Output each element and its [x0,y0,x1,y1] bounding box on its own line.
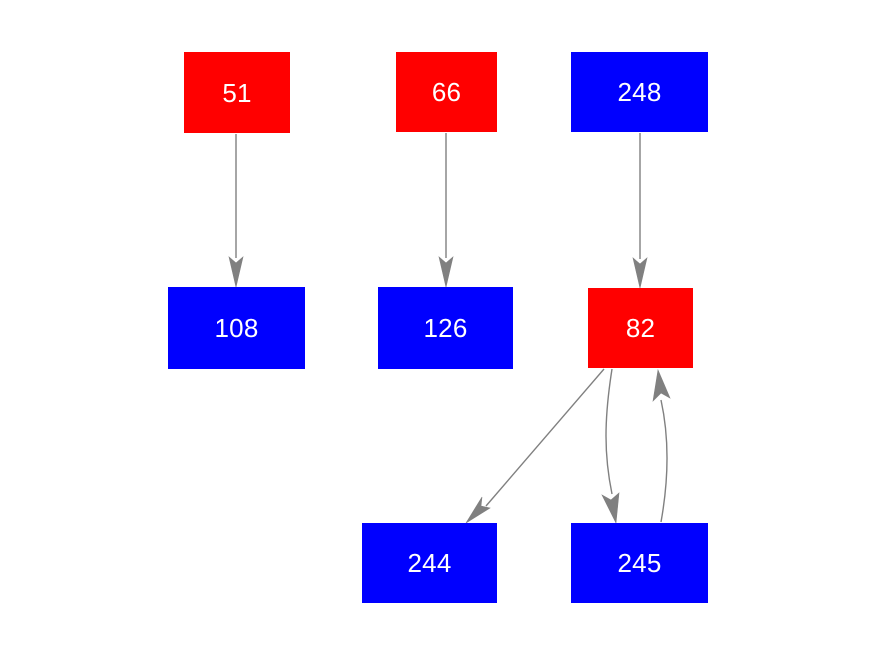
graph-node-244[interactable]: 244 [362,523,497,603]
edge-51-to-108 [228,134,244,288]
graph-node-82[interactable]: 82 [588,288,693,368]
graph-node-126[interactable]: 126 [378,287,513,369]
node-label: 66 [431,77,462,107]
node-label: 51 [222,77,252,108]
node-label: 244 [407,548,452,578]
graph-node-245[interactable]: 245 [571,523,708,603]
edge-66-to-126 [438,133,454,288]
graph-node-66[interactable]: 66 [396,52,497,132]
graph-node-248[interactable]: 248 [571,52,708,132]
node-label: 248 [617,77,662,107]
graph-node-108[interactable]: 108 [168,287,305,369]
edge-245-to-82 [652,368,671,523]
edge-82-to-244 [465,368,605,524]
node-label: 126 [423,313,468,343]
node-label: 82 [625,313,656,343]
graph-node-51[interactable]: 51 [184,52,290,133]
node-label: 108 [214,313,259,343]
edge-248-to-82 [632,133,648,289]
edge-82-to-245 [601,368,620,525]
node-label: 245 [617,548,662,578]
